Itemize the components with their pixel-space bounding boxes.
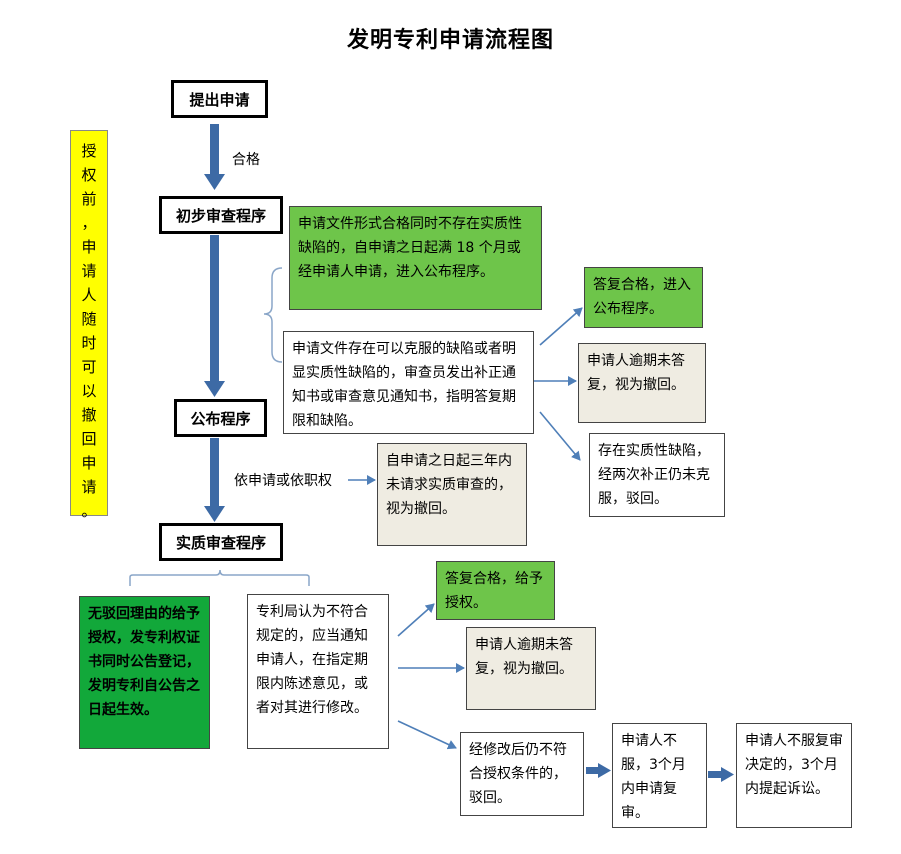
box-reply-ok-publish: 答复合格，进入公布程序。 (584, 267, 703, 328)
side-note-char: ， (81, 214, 97, 232)
box-re-examination: 申请人不服，3个月内申请复审。 (612, 723, 707, 828)
side-note-char: 申 (81, 454, 97, 472)
stage-preliminary-exam: 初步审查程序 (159, 196, 283, 234)
box-overdue-withdrawn-2: 申请人逾期未答复，视为撤回。 (466, 627, 596, 710)
diagram-title: 发明专利申请流程图 (346, 28, 554, 53)
box-overdue-withdrawn-1: 申请人逾期未答复，视为撤回。 (578, 343, 706, 423)
side-note-char: 权 (81, 166, 97, 184)
main-flow-arrow-3 (204, 438, 225, 522)
stage-substantive-exam: 实质审查程序 (159, 523, 283, 561)
arrow-to-re-examination (586, 763, 611, 778)
side-note-char: 前 (81, 190, 97, 208)
side-note-char: 请 (81, 478, 97, 496)
box-office-notice: 专利局认为不符合规定的，应当通知申请人，在指定期限内陈述意见，或者对其进行修改。 (247, 594, 389, 749)
side-note-char: 请 (81, 262, 97, 280)
side-note-char: 回 (81, 430, 97, 448)
box-lawsuit: 申请人不服复审决定的，3个月内提起诉讼。 (736, 723, 852, 828)
box-reply-ok-grant: 答复合格，给予授权。 (436, 561, 555, 620)
side-note-char: 人 (81, 286, 97, 304)
box-grant-direct: 无驳回理由的给予授权，发专利权证书同时公告登记，发明专利自公告之日起生效。 (79, 596, 210, 749)
substantive-branch-brace (129, 569, 310, 586)
edge-label-on-request: 依申请或依职权 (234, 473, 332, 489)
prelim-branch-brace (263, 267, 283, 363)
main-flow-arrow-1 (204, 124, 225, 190)
box-no-exam-request: 自申请之日起三年内未请求实质审查的，视为撤回。 (377, 443, 527, 546)
arrow-to-reply-ok-publish (539, 307, 583, 346)
withdraw-anytime-note: 授权前，申请人随时可以撤回申请。 (70, 130, 108, 520)
main-flow-arrow-2 (204, 235, 225, 397)
side-note-char: 随 (81, 310, 97, 328)
arrow-to-lawsuit (708, 767, 734, 782)
side-note-char: 申 (81, 238, 97, 256)
box-reject-after-amend: 经修改后仍不符合授权条件的，驳回。 (460, 732, 584, 816)
box-prelim-defect: 申请文件存在可以克服的缺陷或者明显实质性缺陷的，审查员发出补正通知书或审查意见通… (283, 331, 534, 434)
arrow-to-reply-ok-grant (397, 603, 435, 637)
side-note-char: 撤 (81, 406, 97, 424)
side-note-char: 授 (81, 142, 97, 160)
stage-apply: 提出申请 (171, 80, 268, 118)
side-note-char: 可 (81, 358, 97, 376)
side-note-char: 。 (81, 502, 97, 520)
arrow-to-reject-twice (539, 411, 581, 461)
stage-publication: 公布程序 (174, 399, 267, 437)
edge-label-qualified: 合格 (232, 152, 260, 168)
side-note-char: 时 (81, 334, 97, 352)
arrow-to-reject-after-amend (397, 720, 457, 750)
side-note-char: 以 (81, 382, 97, 400)
box-reject-twice: 存在实质性缺陷，经两次补正仍未克服，驳回。 (589, 433, 725, 517)
box-prelim-qualified: 申请文件形式合格同时不存在实质性缺陷的，自申请之日起满 18 个月或经申请人申请… (289, 206, 542, 310)
